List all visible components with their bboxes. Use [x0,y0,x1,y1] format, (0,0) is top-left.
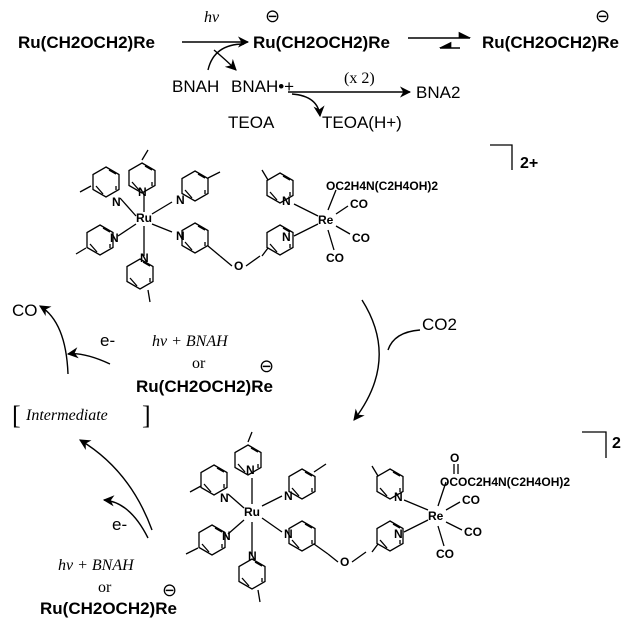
co-ligand: CO [462,493,480,507]
bracket-1 [490,144,513,170]
n-atom: N [220,491,229,505]
intermediate-formation-arrow [79,439,153,531]
bracket-2 [582,431,607,458]
intermediate-bracket-right: ] [142,401,151,430]
n-atom: N [282,194,291,208]
anion-symbol-1: ⊖ [265,6,280,26]
n-atom: N [176,193,185,207]
electron-label-lower: e- [112,515,127,534]
intermediate-bracket-left: [ [12,401,21,430]
re-atom-2: Re [428,509,444,523]
reductant-complex-lower: Ru(CH2OCH2)Re [40,599,177,618]
reductant-hv-bnah-lower: hν + BNAH [58,557,135,574]
teoa-curved-arrow [291,93,325,118]
reactant-formula: Ru(CH2OCH2)Re [18,33,155,52]
n-atom: N [112,195,121,209]
n-atom: N [176,229,185,243]
co-ligand: CO [436,547,454,561]
intermediate-label: Intermediate [25,407,108,424]
bnah-to-cation-arrow [213,49,237,71]
bna2-label: BNA2 [416,83,460,102]
equilibrium-product-formula: Ru(CH2OCH2)Re [482,33,619,52]
re-ligand-1: OC2H4N(C2H4OH)2 [326,179,438,193]
or-label-lower: or [98,579,112,596]
times-two-label: (x 2) [344,70,375,87]
reductant-hv-bnah-upper: hν + BNAH [152,333,229,350]
charge-label-1: 2+ [520,155,538,172]
catalytic-cycle: CO e- hν + BNAH or Ru(CH2OCH2)Re ⊖ CO2 [… [12,299,457,539]
n-atom: N [284,489,293,503]
ru-atom-1: Ru [136,211,152,225]
bottom-reductant: hν + BNAH or Ru(CH2OCH2)Re ⊖ [40,557,177,618]
ru-re-complex-1: 2+ Ru N N N N N N O N [75,144,538,303]
n-atom: N [394,490,403,504]
n-atom: N [110,231,119,245]
n-atom: N [248,549,257,563]
n-atom: N [138,185,147,199]
co2-label: CO2 [422,315,457,334]
charge-label-2: 2 [612,435,621,452]
electron-label-upper: e- [100,331,115,350]
co-ligand: CO [350,197,368,211]
co-release-arrow [39,305,69,375]
ether-oxygen-1: O [234,259,243,273]
carbonyl-oxygen: O [450,451,459,465]
ru-re-complex-2: 2 Ru N N N N N N O N N [185,431,621,603]
product-anion-formula: Ru(CH2OCH2)Re [253,33,390,52]
hv-label: hν [204,9,220,26]
anion-symbol-3: ⊖ [259,356,274,376]
ru-atom-2: Ru [244,505,260,519]
teoa-label: TEOA [228,113,275,132]
n-atom: N [282,230,291,244]
bnah-radical-cation-label: BNAH•+ [231,77,294,96]
teoa-h-label: TEOA(H+) [322,113,402,132]
re-ligand-2: OCOC2H4N(C2H4OH)2 [440,475,570,489]
n-atom: N [394,527,403,541]
bnah-curved-arrow [207,43,245,71]
or-label-upper: or [192,355,206,372]
n-atom: N [246,463,255,477]
bnah-label: BNAH [172,77,219,96]
re-atom-1: Re [318,213,334,227]
electron-arrow-lower [102,495,149,539]
anion-symbol-4: ⊖ [162,580,177,600]
co-ligand: CO [352,231,370,245]
co2-binding-arrow [353,299,380,421]
n-atom: N [284,527,293,541]
anion-symbol-2: ⊖ [595,6,610,26]
co2-curved-arrow [387,329,421,351]
co-ligand: CO [326,251,344,265]
n-atom: N [140,251,149,265]
electron-arrow-upper [66,347,111,365]
n-atom: N [222,529,231,543]
reductant-complex-upper: Ru(CH2OCH2)Re [136,377,273,396]
co-product-label: CO [12,301,38,320]
ether-oxygen-2: O [340,555,349,569]
co-ligand: CO [464,525,482,539]
top-reaction: Ru(CH2OCH2)Re hν BNAH BNAH•+ Ru(CH2OCH2)… [18,6,619,132]
